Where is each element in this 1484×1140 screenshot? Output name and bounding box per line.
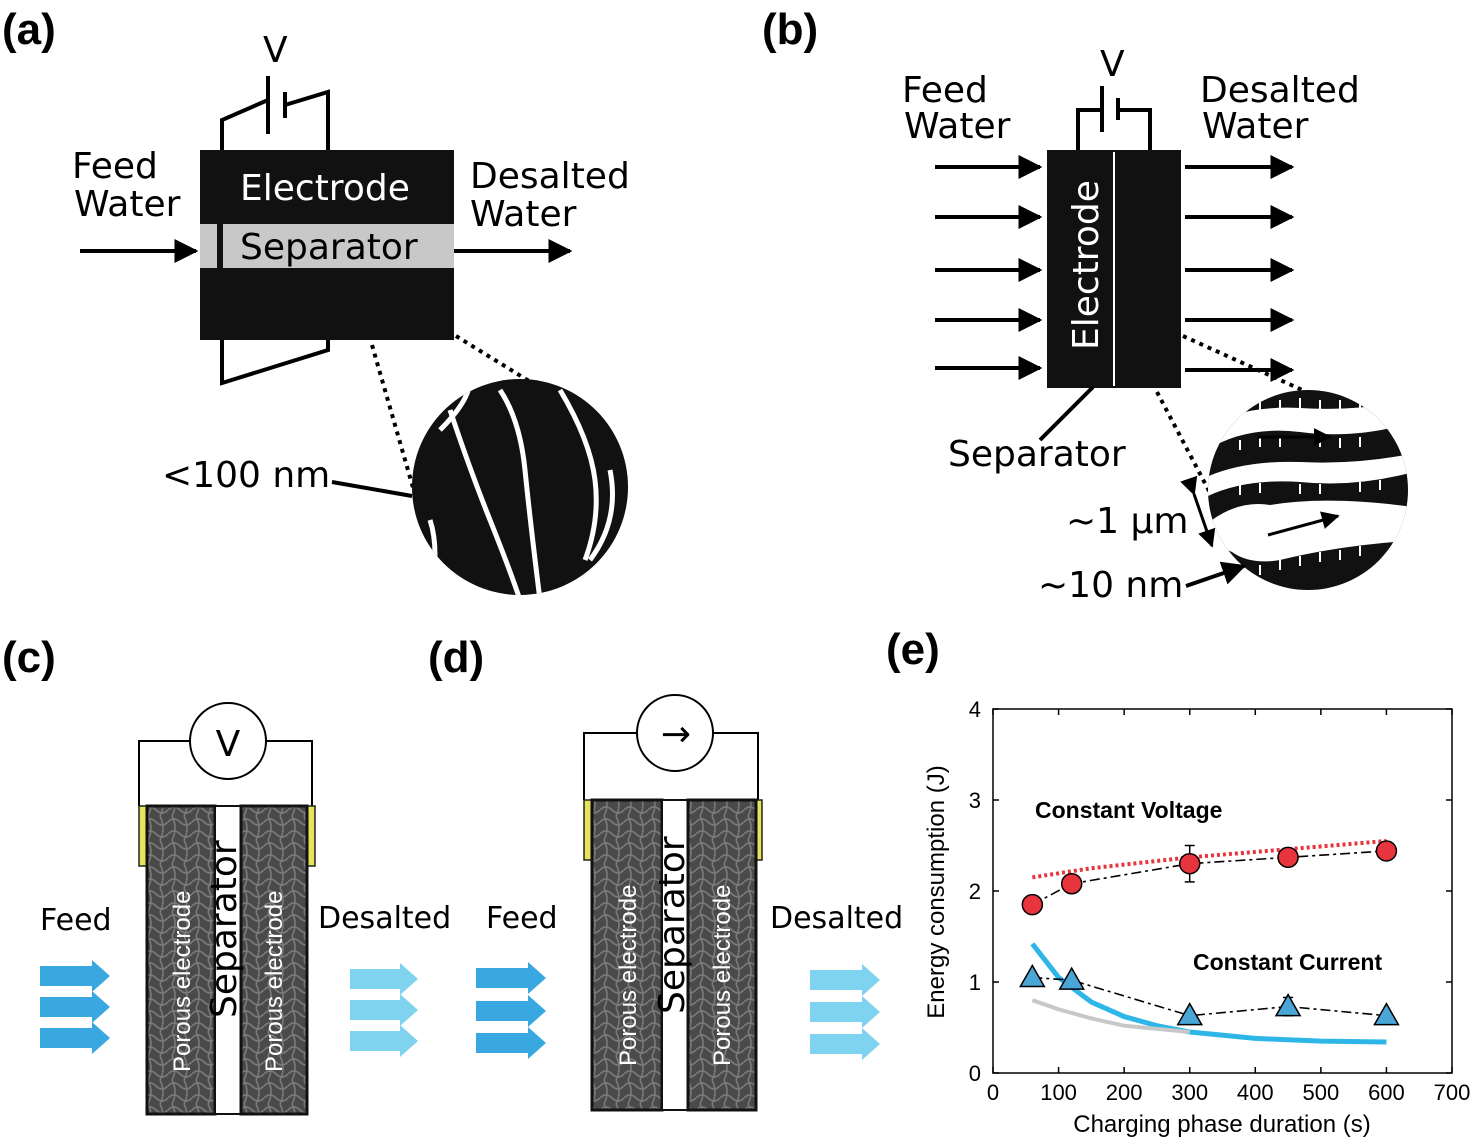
y-tick-label: 4 [969, 697, 981, 722]
x-tick-label: 700 [1434, 1080, 1471, 1105]
data-point-circle [1277, 846, 1299, 869]
current-source-icon [636, 694, 714, 772]
electrode-left-label-c: Porous electrode [169, 891, 196, 1072]
electrode-left-label-d: Porous electrode [615, 885, 642, 1066]
feed-arrows-b [935, 155, 1043, 380]
desalted-arrows-b [1185, 155, 1295, 382]
x-tick-label: 0 [987, 1080, 999, 1105]
macropores-b [1208, 398, 1408, 575]
data-point-triangle [1176, 1002, 1204, 1026]
x-axis: 0 100 200 300 400 500 600 700 [987, 709, 1470, 1105]
data-point-circle [1178, 852, 1201, 875]
separator-pointer-b [1038, 385, 1095, 442]
desalted-label-b-1: Desalted [1200, 70, 1360, 111]
panel-c: (c) V Porous electrode Separator Porous … [2, 633, 451, 1116]
fit-curve-1 [1032, 838, 1387, 880]
x-tick-label: 300 [1171, 1080, 1208, 1105]
source-label-c: V [216, 724, 241, 765]
desalted-arrows-d [810, 964, 880, 1060]
y-tick-label: 2 [969, 879, 981, 904]
annotation-constant-voltage: Constant Voltage [1035, 797, 1222, 823]
separator-d [661, 799, 689, 1111]
y-tick-label: 1 [969, 970, 981, 995]
panel-e: (e) 0 100 200 300 400 500 600 700 0 1 2 3 4 Chargin… [886, 625, 1470, 1138]
feed-label-c: Feed [40, 903, 112, 938]
x-tick-label: 400 [1237, 1080, 1274, 1105]
porous-electrode-left-c [145, 804, 217, 1116]
data-point-triangle [1019, 963, 1046, 988]
panel-b: (b) V Electrode Feed Water Desalted Wate… [762, 5, 1408, 606]
electrode-right-label-d: Porous electrode [709, 885, 736, 1066]
porous-electrode-right-d [686, 798, 758, 1112]
panel-label-d: (d) [428, 633, 484, 682]
electrode-right-label-c: Porous electrode [261, 891, 288, 1072]
desalted-label-c: Desalted [318, 901, 451, 936]
panel-d: (d) → Porous electrode Separator Porous … [428, 633, 903, 1112]
porous-electrode-right-c [239, 804, 309, 1116]
data-series [1019, 840, 1400, 1026]
x-axis-title: Charging phase duration (s) [1073, 1111, 1371, 1138]
panel-label-a: (a) [2, 5, 56, 54]
separator-label-d: Separator [652, 836, 693, 1014]
voltage-label-a: V [263, 30, 288, 71]
feed-label-d: Feed [486, 901, 558, 936]
feed-label-a-2: Water [74, 184, 181, 225]
x-tick-label: 200 [1106, 1080, 1143, 1105]
feed-label-a-1: Feed [72, 146, 158, 187]
data-point-triangle [1058, 966, 1085, 990]
y-axis: 0 1 2 3 4 [969, 697, 1452, 1086]
panel-label-e: (e) [886, 625, 940, 674]
panel-label-b: (b) [762, 5, 818, 54]
data-point-circle [1375, 840, 1398, 862]
zoom-circle-a [412, 379, 628, 595]
panel-label-c: (c) [2, 633, 56, 682]
feed-arrows-d [476, 962, 546, 1059]
y-tick-label: 3 [969, 788, 981, 813]
fit-curve-3 [1031, 998, 1190, 1035]
battery-icon [220, 76, 330, 386]
data-point-triangle [1373, 1002, 1400, 1026]
separator-label-b: Separator [948, 434, 1126, 475]
electrode-label-b: Electrode [1066, 180, 1107, 350]
separator-label-a: Separator [240, 227, 418, 268]
x-tick-label: 100 [1040, 1080, 1077, 1105]
scale-label-b-macro: ~1 µm [1066, 501, 1188, 542]
desalted-label-a-1: Desalted [470, 156, 630, 197]
scale-label-b-micro: ~10 nm [1038, 565, 1183, 606]
voltage-label-b: V [1100, 44, 1125, 85]
electrode-label-a: Electrode [240, 168, 410, 209]
x-tick-label: 500 [1302, 1080, 1339, 1105]
fit-curves [1030, 838, 1387, 1045]
source-label-d: → [661, 714, 691, 755]
data-point-circle [1021, 893, 1044, 916]
y-axis-title: Energy consumption (J) [923, 765, 950, 1018]
feed-label-b-2: Water [904, 106, 1011, 147]
desalted-label-d: Desalted [770, 901, 903, 936]
annotation-constant-current: Constant Current [1193, 949, 1382, 975]
scale-pointer-a [331, 480, 413, 498]
data-point-triangle [1274, 993, 1302, 1017]
scale-arrow-b-micro [1185, 561, 1247, 588]
battery-icon-b [1076, 86, 1152, 150]
micropores-a [427, 379, 615, 595]
voltmeter-icon [189, 702, 267, 780]
separator-layer-a [200, 224, 454, 268]
porous-electrode-left-d [590, 798, 664, 1112]
separator-label-c: Separator [204, 840, 245, 1018]
desalted-arrows-c [350, 963, 418, 1057]
scale-label-a: <100 nm [162, 455, 330, 496]
series-line-1 [1031, 850, 1387, 906]
panel-a: (a) V Electrode Separator Feed Water Des… [2, 5, 630, 595]
desalted-label-a-2: Water [470, 194, 577, 235]
feed-label-b-1: Feed [902, 70, 988, 111]
data-point-circle [1060, 872, 1083, 895]
zoom-line-a-1 [370, 344, 420, 506]
scale-arrow-b-macro [1180, 475, 1216, 548]
feed-arrows-c [40, 960, 110, 1054]
desalted-label-b-2: Water [1202, 106, 1309, 147]
x-tick-label: 600 [1368, 1080, 1405, 1105]
y-tick-label: 0 [969, 1061, 981, 1086]
separator-c [214, 805, 242, 1115]
